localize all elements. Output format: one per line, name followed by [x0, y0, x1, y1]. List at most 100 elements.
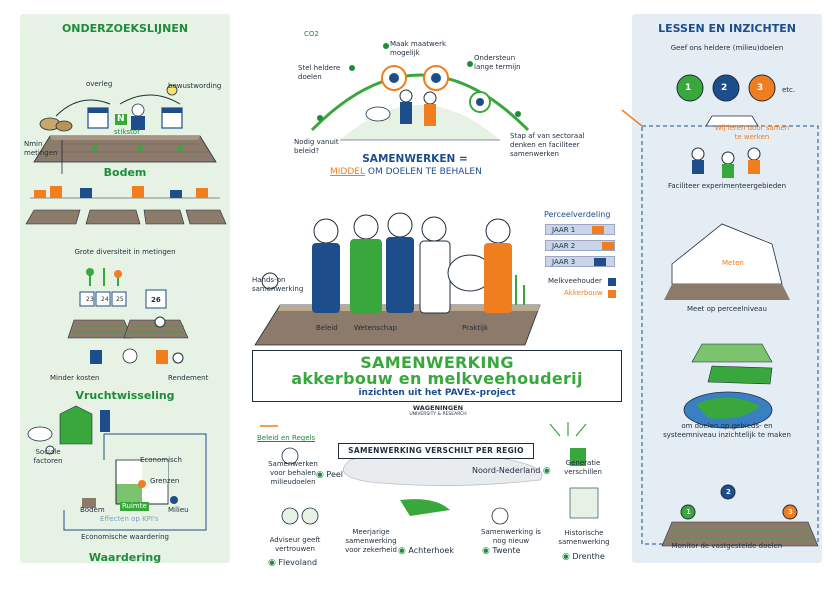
co2-label: CO2: [304, 30, 319, 38]
generatie-text: Generatie verschillen: [564, 459, 602, 476]
location-pin-icon: ◉: [398, 546, 406, 556]
economisch-label: Economisch: [140, 456, 182, 464]
twente-region: ◉ Twente: [482, 546, 521, 557]
doelen-item: Stel heldere doelen: [298, 64, 341, 81]
hands-on-label: Hands-on samenwerking: [252, 276, 304, 293]
achterhoek-text: Meerjarige samenwerking voor zekerheid: [345, 528, 397, 554]
panel-title: ONDERZOEKSLIJNEN: [61, 22, 189, 35]
samenwerken-illustration: [310, 43, 530, 141]
achterhoek-region: ◉ Achterhoek: [398, 546, 454, 557]
calendar-23: 23: [86, 296, 94, 303]
learn-label: Wij leren door samen te werken: [714, 124, 790, 141]
beleid-regels-label: Beleid en Regels: [257, 434, 316, 442]
economische-waardering-label: Economische waardering: [80, 533, 169, 541]
grenzen-label: Grenzen: [150, 477, 180, 485]
meten-label: Meten: [720, 259, 746, 268]
regions-title: SAMENWERKING VERSCHILT PER REGIO: [338, 443, 534, 459]
perceel-title: Perceelverdeling: [544, 210, 611, 219]
location-pin-icon: ◉: [562, 552, 570, 562]
ruimte-label: Ruimte: [120, 502, 149, 511]
location-pin-icon: ◉: [268, 558, 276, 568]
flevoland-region-name: Flevoland: [278, 558, 318, 567]
calendar-26: 26: [151, 296, 161, 304]
location-pin-icon: ◉: [542, 466, 551, 476]
calendar-25: 25: [165, 113, 177, 122]
nmin-label: Nmin metingen: [24, 140, 58, 157]
jaar-3: JAAR 3: [545, 256, 615, 267]
milieu-label: Milieu: [168, 506, 189, 514]
stikstof-label: stikstof: [114, 128, 140, 136]
flevoland-region: ◉ Flevoland: [268, 558, 317, 569]
location-pin-icon: ◉: [316, 470, 324, 480]
beleid-item: Nodig vanuit beleid?: [294, 138, 339, 155]
main-banner: SAMENWERKING akkerbouw en melkveehouderi…: [252, 350, 622, 402]
vruchtwisseling-illustration: [67, 268, 189, 364]
goal-number-1: 1: [685, 83, 692, 93]
goals-label: Geef ons heldere (milieu)doelen: [670, 44, 784, 52]
monitor-label: Monitor de vastgestelde doelen: [671, 542, 783, 550]
diversiteit-illustration: [25, 186, 227, 225]
peel-region: ◉ Peel: [316, 470, 343, 481]
monitor-number-1: 1: [686, 508, 691, 516]
samenwerken-headline: SAMENWERKEN =: [362, 153, 468, 165]
vruchtwisseling-title: Vruchtwisseling: [75, 389, 175, 402]
jaar-1: JAAR 1: [545, 224, 615, 235]
sectoraal-item: Stap af van sectoraal denken en facilite…: [510, 132, 585, 158]
noord-region-name: Noord-Nederland: [472, 466, 541, 475]
diversiteit-label: Grote diversiteit in metingen: [74, 248, 176, 256]
twente-region-name: Twente: [492, 546, 521, 555]
location-pin-icon: ◉: [482, 546, 490, 556]
people-illustration: [254, 212, 541, 346]
bodem-title: Bodem: [103, 166, 147, 179]
faciliteer-label: Faciliteer experimenteergebieden: [667, 182, 787, 190]
wur-logo-sub: UNIVERSITY & RESEARCH: [409, 412, 467, 417]
person-wetenschap: Wetenschap: [354, 324, 397, 332]
wur-logo: WAGENINGEN: [412, 404, 464, 412]
calendar-25b: 25: [116, 296, 124, 303]
sociale-factoren-label: Sociale factoren: [33, 448, 63, 465]
minder-kosten-label: Minder kosten: [50, 374, 100, 382]
monitor-number-3: 3: [788, 508, 793, 516]
waardering-title: Waardering: [88, 551, 162, 564]
banner-line1: SAMENWERKING: [360, 353, 514, 372]
bodem-axis-label: Bodem: [80, 506, 105, 514]
lessen-panel: LESSEN EN INZICHTEN Geef ons heldere (mi…: [621, 14, 822, 563]
lessen-illustration: [621, 74, 819, 547]
overleg-label: overleg: [86, 80, 113, 88]
waardering-illustration: [27, 405, 207, 531]
banner-line2: akkerbouw en melkveehouderij: [291, 369, 583, 388]
person-praktijk: Praktijk: [462, 324, 489, 332]
panel-title: LESSEN EN INZICHTEN: [658, 22, 796, 35]
achterhoek-region-name: Achterhoek: [408, 546, 454, 555]
perceel-marks: [592, 226, 616, 298]
stikstof-n-icon: N: [115, 114, 127, 126]
calendar-24b: 24: [101, 296, 109, 303]
legend-akkerbouw: Akkerbouw: [564, 289, 603, 297]
jaar-2: JAAR 2: [545, 240, 615, 251]
middel-line: MIDDEL OM DOELEN TE BEHALEN: [330, 167, 482, 178]
systeem-label: om doelen op gebieds- en systeemniveau i…: [663, 422, 791, 439]
legend-melkveehouder: Melkveehouder: [548, 277, 602, 285]
banner-line3: inzichten uit het PAVEx-project: [358, 388, 516, 398]
middel-rest: OM DOELEN TE BEHALEN: [367, 167, 482, 177]
lange-termijn-item: Ondersteun lange termijn: [474, 54, 521, 71]
kpi-label: Effecten op KPI's: [100, 515, 159, 523]
twente-text: Samenwerking is nog nieuw: [481, 528, 541, 545]
rendement-label: Rendement: [168, 374, 209, 382]
drenthe-region: ◉ Drenthe: [562, 552, 605, 563]
etc-label: etc.: [782, 86, 796, 94]
peel-region-name: Peel: [326, 470, 344, 479]
bodem-illustration: [33, 84, 217, 174]
noord-region: Noord-Nederland ◉: [472, 466, 551, 477]
peel-text: Samenwerken voor behalen milieudoelen: [268, 460, 318, 486]
flevoland-text: Adviseur geeft vertrouwen: [269, 536, 321, 553]
onderzoekslijnen-panel: ONDERZOEKSLIJNEN overleg bewustwording N…: [20, 14, 230, 564]
calendar-24: 24: [91, 113, 103, 122]
goal-number-3: 3: [757, 83, 764, 93]
maatwerk-item: Maak maatwerk mogelijk: [390, 40, 447, 57]
goal-number-2: 2: [721, 83, 728, 93]
meet-label: Meet op perceelniveau: [686, 305, 767, 313]
drenthe-region-name: Drenthe: [572, 552, 605, 561]
person-beleid: Beleid: [316, 324, 338, 332]
bewustwording-label: bewustwording: [168, 82, 222, 90]
